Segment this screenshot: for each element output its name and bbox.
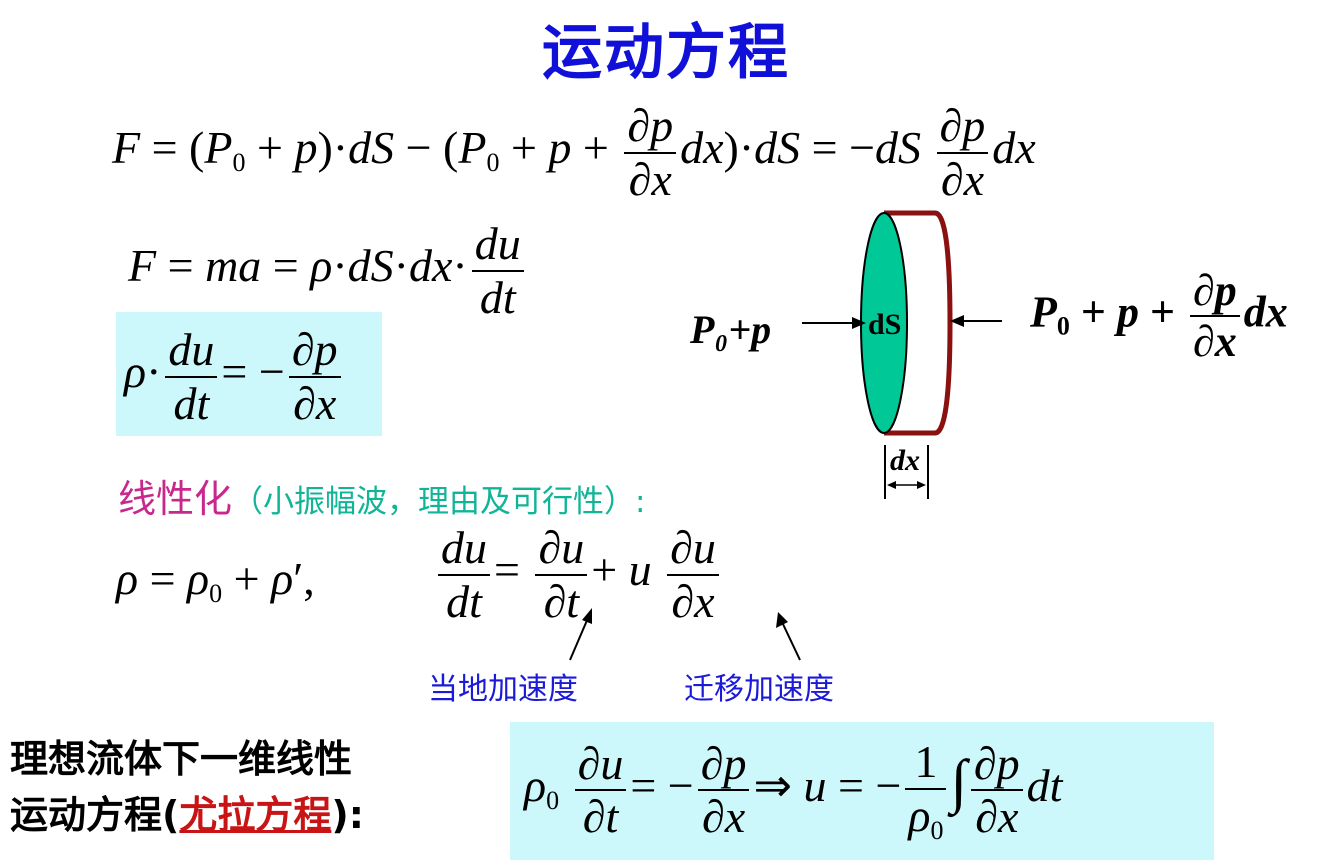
convective-acceleration-label: 迁移加速度 (684, 672, 834, 707)
slide-title: 运动方程 (542, 18, 790, 88)
annotation-arrows (569, 608, 801, 661)
local-acceleration-label: 当地加速度 (428, 672, 578, 707)
conclusion-line1: 理想流体下一维线性 (10, 737, 353, 781)
pressure-left-label: P₀+p (690, 307, 772, 352)
conclusion-suffix: ): (331, 793, 364, 837)
linearize-note: （小振幅波，理由及可行性）: (232, 484, 646, 520)
area-label: dS (868, 308, 902, 341)
fluid-element-diagram (802, 210, 1002, 499)
linearize-heading: 线性化（小振幅波，理由及可行性）: (118, 468, 645, 523)
density-equation: ρ = ρ0 + ρ′, (116, 553, 315, 608)
width-label: dx (890, 444, 920, 477)
linearize-title: 线性化 (118, 477, 233, 521)
conclusion-line2: 运动方程(尤拉方程): (10, 784, 364, 839)
conclusion-prefix: 运动方程( (10, 793, 180, 837)
euler-equation-link[interactable]: 尤拉方程 (179, 793, 332, 837)
